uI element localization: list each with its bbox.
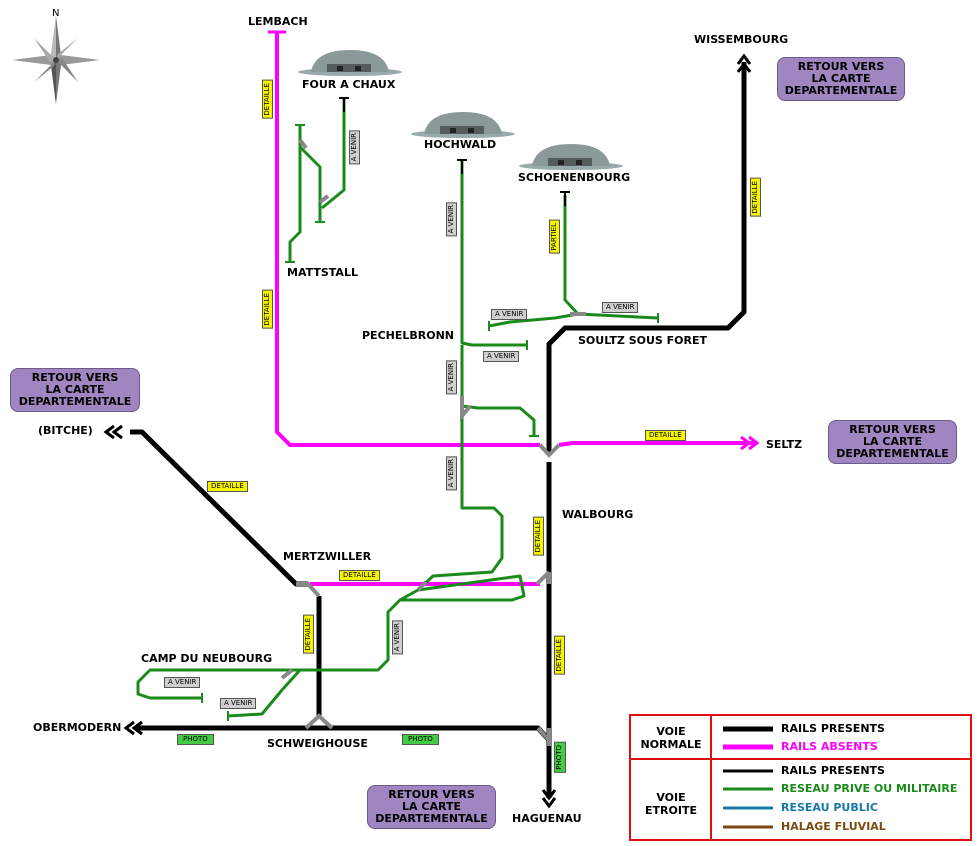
hochwald-fort-icon [411,112,515,138]
station-camp-neubourg[interactable]: CAMP DU NEUBOURG [141,652,273,665]
station-hochwald[interactable]: HOCHWALD [424,138,497,151]
a-venir-tag-hochwald[interactable]: A VENIR [446,202,457,237]
military-rail-lines [136,98,659,718]
legend-normale-present: RAILS PRESENTS [781,722,885,735]
station-mertzwiller[interactable]: MERTZWILLER [283,550,372,563]
detaille-tag-lembach-bottom[interactable]: DETAILLÉ [262,290,273,329]
a-venir-tag-pechelbronn-vertical[interactable]: A VENIR [446,360,457,395]
military-line-end-ticks [201,124,659,721]
return-line-3: DEPARTEMENTALE [18,395,132,408]
a-venir-tag-walbourg-branch[interactable]: A VENIR [446,456,457,491]
junction-marks [280,138,586,746]
fort-narrow-stubs [339,97,570,206]
station-obermodern[interactable]: OBERMODERN [33,721,122,734]
schoenenbourg-fort-icon [519,144,623,170]
legend-grid [631,716,970,839]
station-bitche[interactable]: (BITCHE) [38,424,93,437]
partiel-tag-schoenenbourg[interactable]: PARTIEL [549,220,560,254]
return-map-button-left[interactable]: RETOUR VERS LA CARTE DEPARTEMENTALE [10,368,140,412]
detaille-tag-bitche[interactable]: DETAILLÉ [207,481,248,492]
a-venir-tag-soultz-right[interactable]: A VENIR [602,302,639,313]
legend-normale-absent: RAILS ABSENTS [781,740,878,753]
four-a-chaux-fort-icon [298,50,402,76]
station-walbourg[interactable]: WALBOURG [562,508,634,521]
return-map-button-top-right[interactable]: RETOUR VERS LA CARTE DEPARTEMENTALE [777,57,905,101]
a-venir-tag-neubourg-vertical[interactable]: A VENIR [392,620,403,655]
station-soultz[interactable]: SOULTZ SOUS FORET [578,334,708,347]
detaille-tag-haguenau[interactable]: DETAILLÉ [554,636,565,675]
photo-tag-obermodern[interactable]: PHOTO [177,734,214,745]
detaille-tag-wissembourg[interactable]: DETAILLÉ [750,178,761,217]
legend: VOIE NORMALE VOIE ETROITE RAILS PRESENTS… [629,714,972,841]
compass-north-label: N [52,8,60,19]
legend-etroite-halage: HALAGE FLUVIAL [781,820,886,833]
a-venir-tag-four-a-chaux[interactable]: A VENIR [349,130,360,165]
station-pechelbronn[interactable]: PECHELBRONN [362,329,454,342]
return-line-1: RETOUR VERS [31,371,119,384]
return-line-2: LA CARTE [863,435,922,448]
return-line-2: LA CARTE [402,800,461,813]
legend-etroite-military: RESEAU PRIVE OU MILITAIRE [781,782,958,795]
return-line-1: RETOUR VERS [388,788,475,801]
station-seltz[interactable]: SELTZ [766,438,803,451]
a-venir-tag-neubourg-1[interactable]: A VENIR [164,677,201,688]
detaille-tag-schweighouse[interactable]: DETAILLÉ [303,615,314,654]
legend-etroite-present: RAILS PRESENTS [781,764,885,777]
detaille-tag-lembach-top[interactable]: DETAILLÉ [262,80,273,119]
compass-rose-icon [12,16,100,104]
legend-voie-normale-line-1: VOIE [656,725,686,738]
a-venir-tag-soultz-left[interactable]: A VENIR [491,309,528,320]
legend-voie-normale-line-2: NORMALE [640,738,702,751]
legend-voie-etroite-line-2: ETROITE [645,804,697,817]
photo-tag-schweighouse[interactable]: PHOTO [402,734,439,745]
a-venir-tag-pechelbronn[interactable]: A VENIR [483,351,520,362]
detaille-tag-mertzwiller[interactable]: DETAILLÉ [339,570,380,581]
return-line-3: DEPARTEMENTALE [375,812,488,825]
station-wissembourg[interactable]: WISSEMBOURG [694,33,789,46]
return-line-2: LA CARTE [45,383,105,396]
legend-voie-etroite-line-1: VOIE [656,791,686,804]
station-schoenenbourg[interactable]: SCHOENENBOURG [518,171,631,184]
line-end-arrows [103,53,752,809]
station-lembach[interactable]: LEMBACH [248,15,308,28]
seltz-arrow-icon [740,435,760,451]
return-line-3: DEPARTEMENTALE [836,447,949,460]
return-line-1: RETOUR VERS [849,423,936,436]
station-schweighouse[interactable]: SCHWEIGHOUSE [267,737,368,750]
return-map-button-bottom[interactable]: RETOUR VERS LA CARTE DEPARTEMENTALE [367,785,496,829]
detaille-tag-walbourg[interactable]: DETAILLÉ [533,517,544,556]
station-haguenau[interactable]: HAGUENAU [512,812,582,825]
return-line-2: LA CARTE [811,72,871,85]
legend-voie-etroite: VOIE ETROITE [631,791,711,817]
station-mattstall[interactable]: MATTSTALL [287,266,358,279]
photo-tag-haguenau[interactable]: PHOTO [554,742,566,773]
detaille-tag-seltz[interactable]: DETAILLÉ [645,430,686,441]
return-line-3: DEPARTEMENTALE [784,84,898,97]
a-venir-tag-neubourg-2[interactable]: A VENIR [220,698,257,709]
station-four-a-chaux[interactable]: FOUR A CHAUX [302,78,396,91]
return-line-1: RETOUR VERS [797,60,885,73]
legend-etroite-public: RESEAU PUBLIC [781,801,878,814]
return-map-button-right[interactable]: RETOUR VERS LA CARTE DEPARTEMENTALE [828,420,957,464]
legend-voie-normale: VOIE NORMALE [631,725,711,751]
